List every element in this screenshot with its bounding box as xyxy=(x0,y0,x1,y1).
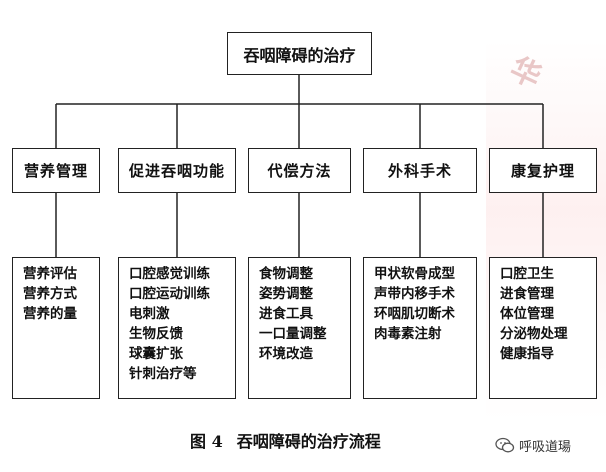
list-item: 球囊扩张 xyxy=(129,346,183,362)
root-title-box: 吞咽障碍的治疗 xyxy=(227,32,372,75)
list-item: 进食工具 xyxy=(259,306,313,322)
category-box-nutrition: 营养管理 xyxy=(12,148,100,193)
figure-caption: 图 4 吞咽障碍的治疗流程 xyxy=(190,428,381,452)
list-item: 体位管理 xyxy=(500,306,554,322)
list-item: 营养的量 xyxy=(23,306,77,322)
list-item: 口腔感觉训练 xyxy=(129,266,210,282)
list-item: 食物调整 xyxy=(259,266,313,282)
list-item: 营养方式 xyxy=(23,286,77,302)
category-box-rehab-nursing: 康复护理 xyxy=(489,148,597,193)
list-item: 声带内移手术 xyxy=(374,286,455,302)
list-item: 姿势调整 xyxy=(259,286,313,302)
list-item: 生物反馈 xyxy=(129,326,183,342)
leaf-box-swallow-function: 口腔感觉训练 口腔运动训练 电刺激 生物反馈 球囊扩张 针刺治疗等 xyxy=(118,257,236,399)
category-box-swallow-function: 促进吞咽功能 xyxy=(118,148,236,193)
leaf-box-surgery: 甲状软骨成型 声带内移手术 环咽肌切断术 肉毒素注射 xyxy=(363,257,477,399)
list-item: 健康指导 xyxy=(500,346,554,362)
list-item: 口腔卫生 xyxy=(500,266,554,282)
list-item: 肉毒素注射 xyxy=(374,326,442,342)
list-item: 针刺治疗等 xyxy=(129,366,197,382)
brand-name: 呼吸道瑒 xyxy=(519,440,572,455)
category-box-compensation: 代偿方法 xyxy=(248,148,351,193)
leaf-box-compensation: 食物调整 姿势调整 进食工具 一口量调整 环境改造 xyxy=(248,257,351,399)
figure-number: 图 4 xyxy=(190,432,223,451)
list-item: 环咽肌切断术 xyxy=(374,306,455,322)
brand-watermark: 呼吸道瑒 xyxy=(495,436,571,455)
list-item: 一口量调整 xyxy=(259,326,327,342)
wechat-bubble-icon xyxy=(495,437,515,454)
list-item: 环境改造 xyxy=(259,346,313,362)
leaf-box-nutrition: 营养评估 营养方式 营养的量 xyxy=(12,257,100,399)
category-box-surgery: 外科手术 xyxy=(363,148,477,193)
list-item: 电刺激 xyxy=(129,306,170,322)
figure-title: 吞咽障碍的治疗流程 xyxy=(236,432,381,451)
list-item: 口腔运动训练 xyxy=(129,286,210,302)
list-item: 进食管理 xyxy=(500,286,554,302)
leaf-box-rehab-nursing: 口腔卫生 进食管理 体位管理 分泌物处理 健康指导 xyxy=(489,257,597,399)
list-item: 分泌物处理 xyxy=(500,326,568,342)
list-item: 甲状软骨成型 xyxy=(374,266,455,282)
list-item: 营养评估 xyxy=(23,266,77,282)
